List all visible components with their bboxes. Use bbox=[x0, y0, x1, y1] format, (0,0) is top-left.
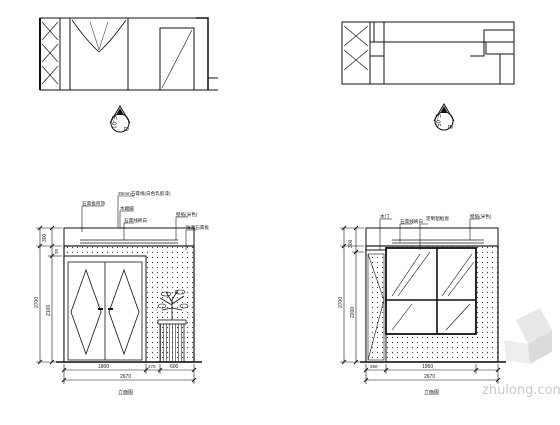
plan-top-right bbox=[341, 21, 515, 85]
left-dim-v-3: 2700 bbox=[34, 297, 40, 308]
left-dim-v-2: 20 bbox=[54, 248, 59, 254]
right-dim-b-2: 1950 bbox=[422, 364, 433, 370]
right-note-2: 石膏线刷白 bbox=[400, 218, 423, 225]
left-note-2: 25mm石膏线(白色乳胶漆) bbox=[118, 190, 171, 197]
elevation-right: 木门 石膏线刷白 定制铝框窗 壁纸(米色) 300 2700 2200 250 bbox=[338, 213, 506, 396]
left-note-6: 防潮石膏板 bbox=[186, 224, 209, 231]
watermark-text: zhulong.com bbox=[482, 383, 560, 398]
right-elevation-label: 立面图 bbox=[424, 389, 439, 396]
left-note-4: 石膏线刷白 bbox=[124, 217, 147, 224]
elevation-left: 石膏板吊顶 25mm石膏线(白色乳胶漆) 木踢脚 石膏线刷白 壁纸(米色) 防潮… bbox=[34, 190, 209, 396]
marker-right-bottom: E-05 bbox=[434, 114, 440, 127]
left-dim-b-1: 1800 bbox=[98, 364, 109, 370]
right-dim-v-2: 2700 bbox=[338, 297, 344, 308]
marker-left-bottom: E-01 bbox=[110, 116, 116, 129]
watermark-logo-icon bbox=[504, 308, 552, 364]
right-dim-v-1: 300 bbox=[348, 239, 354, 248]
right-dim-v-3: 2200 bbox=[350, 307, 356, 318]
left-dim-v-4: 2100 bbox=[46, 305, 52, 316]
left-dim-v-1: 300 bbox=[42, 233, 48, 242]
left-elevation-label: 立面图 bbox=[118, 389, 133, 396]
left-dim-b-2: 270 bbox=[148, 364, 156, 369]
marker-left-top: D bbox=[122, 127, 128, 132]
left-dim-b-3: 600 bbox=[170, 364, 179, 370]
section-marker-left: D E-01 bbox=[109, 105, 131, 133]
right-dim-total: 2670 bbox=[424, 374, 435, 380]
right-dim-b-1: 250 bbox=[370, 364, 378, 369]
right-note-3: 定制铝框窗 bbox=[426, 215, 449, 222]
marker-right-top: B bbox=[446, 125, 452, 129]
left-note-3: 木踢脚 bbox=[120, 205, 134, 212]
plan-top-left bbox=[39, 17, 218, 91]
left-note-1: 石膏板吊顶 bbox=[82, 200, 105, 207]
left-dim-total: 2670 bbox=[120, 374, 131, 380]
right-note-1: 木门 bbox=[380, 213, 390, 220]
watermark: zhulong.com bbox=[482, 308, 560, 398]
left-note-5: 壁纸(米色) bbox=[176, 211, 198, 218]
right-note-4: 壁纸(米色) bbox=[470, 213, 492, 220]
section-marker-right: B E-05 bbox=[433, 103, 455, 131]
